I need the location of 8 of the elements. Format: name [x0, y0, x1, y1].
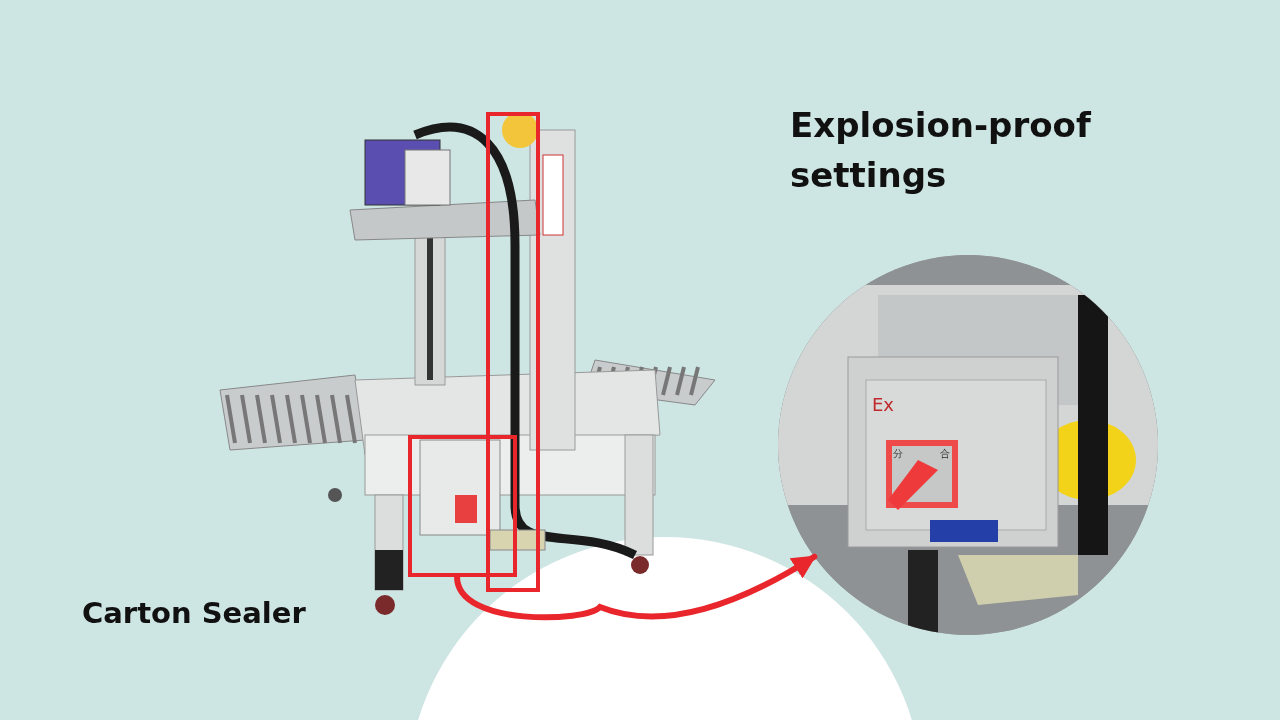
product-caption: Carton Sealer [82, 596, 306, 630]
highlight-frame [408, 435, 517, 577]
switch-marking: 合 [940, 448, 950, 459]
highlight-frame [486, 112, 540, 592]
switch-marking: 分 [893, 448, 903, 459]
arrow [454, 553, 818, 621]
ex-marking: Ex [872, 395, 895, 415]
title: Explosion-proof settings [790, 104, 1092, 197]
